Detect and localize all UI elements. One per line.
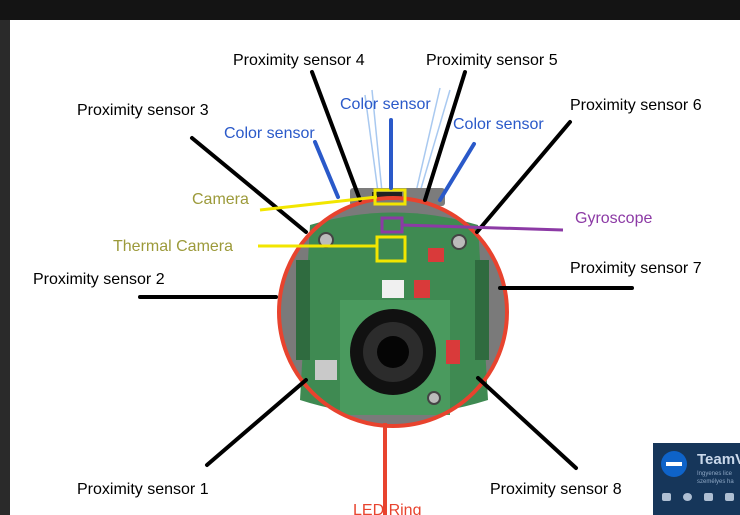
label-thermal-camera: Thermal Camera bbox=[113, 238, 233, 255]
silver-component bbox=[315, 360, 337, 380]
label-proximity-sensor-7: Proximity sensor 7 bbox=[570, 260, 702, 277]
proximity-pointer-lines bbox=[138, 70, 634, 470]
left-edge-board bbox=[296, 260, 310, 360]
robot-photo bbox=[277, 188, 509, 428]
chat-icon[interactable] bbox=[704, 493, 713, 501]
label-proximity-sensor-2: Proximity sensor 2 bbox=[33, 271, 165, 288]
teamviewer-logo-icon bbox=[661, 451, 687, 477]
screw bbox=[427, 391, 441, 405]
label-led-ring: LED Ring bbox=[353, 502, 421, 515]
label-proximity-sensor-1: Proximity sensor 1 bbox=[77, 481, 209, 498]
video-top-bar bbox=[0, 0, 740, 20]
teamviewer-subtitle-1: Ingyenes lice bbox=[697, 471, 733, 477]
right-edge-board bbox=[475, 260, 489, 360]
slide-canvas: Proximity sensor 4 Proximity sensor 5 Pr… bbox=[10, 20, 740, 515]
color-sensor-rays bbox=[364, 87, 451, 193]
robot-diagram: Proximity sensor 4 Proximity sensor 5 Pr… bbox=[33, 52, 702, 515]
teamviewer-subtitle-2: személyes ha bbox=[697, 479, 734, 485]
label-gyroscope: Gyroscope bbox=[575, 210, 652, 227]
label-proximity-sensor-5: Proximity sensor 5 bbox=[426, 52, 558, 69]
color-sensor-lines bbox=[313, 118, 476, 202]
teamviewer-title: TeamV bbox=[697, 451, 740, 468]
teamviewer-notification[interactable]: TeamV Ingyenes lice személyes ha bbox=[653, 443, 740, 515]
label-color-sensor-center: Color sensor bbox=[340, 96, 431, 113]
screw bbox=[451, 234, 467, 250]
video-icon[interactable] bbox=[662, 493, 671, 501]
red-component bbox=[428, 248, 444, 262]
gyroscope-pointer-line bbox=[401, 223, 564, 232]
red-component bbox=[414, 280, 430, 298]
video-left-strip bbox=[0, 20, 10, 515]
label-color-sensor-right: Color sensor bbox=[453, 116, 544, 133]
file-icon[interactable] bbox=[725, 493, 734, 501]
headset-icon[interactable] bbox=[683, 493, 692, 501]
label-color-sensor-left: Color sensor bbox=[224, 125, 315, 142]
thermal-camera-highlight-box bbox=[375, 235, 407, 263]
lens-center bbox=[377, 336, 409, 368]
camera-pointer-line bbox=[259, 195, 378, 212]
label-proximity-sensor-6: Proximity sensor 6 bbox=[570, 97, 702, 114]
label-proximity-sensor-3: Proximity sensor 3 bbox=[77, 102, 209, 119]
red-component bbox=[446, 340, 460, 364]
white-component bbox=[382, 280, 404, 298]
label-camera: Camera bbox=[192, 191, 249, 208]
label-proximity-sensor-8: Proximity sensor 8 bbox=[490, 481, 622, 498]
label-proximity-sensor-4: Proximity sensor 4 bbox=[233, 52, 365, 69]
led-ring bbox=[277, 196, 509, 428]
